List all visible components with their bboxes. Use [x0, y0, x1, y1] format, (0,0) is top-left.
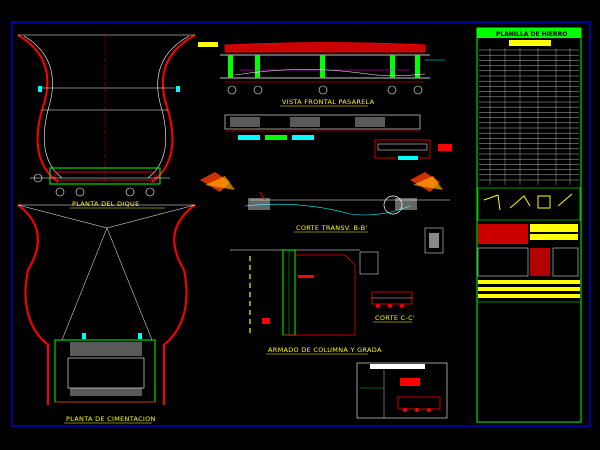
planta-dique-view: PLANTA DEL DIQUE: [17, 34, 196, 209]
planilla-title: PLANILLA DE HIERRO: [496, 31, 567, 38]
corte-cc-view: CORTE C-C': [371, 291, 415, 323]
schedule-table: [479, 48, 579, 185]
detail-box: [356, 362, 448, 419]
armado-columna-view: ARMADO DE COLUMNA Y GRADA: [230, 249, 382, 355]
corte-transversal-view: CORTE TRANSV. B-B': [200, 172, 450, 254]
planta-cimentacion-view: PLANTA DE CIMENTACION: [17, 204, 196, 424]
corte-cc-title: CORTE C-C': [375, 314, 415, 322]
planilla-panel: PLANILLA DE HIERRO: [476, 27, 582, 423]
sheet-border: [11, 21, 591, 427]
corte-transversal-title: CORTE TRANSV. B-B': [296, 224, 367, 232]
planta-dique-title: PLANTA DEL DIQUE: [72, 200, 139, 208]
vista-frontal-title: VISTA FRONTAL PASARELA: [282, 98, 375, 106]
armado-columna-title: ARMADO DE COLUMNA Y GRADA: [268, 346, 382, 354]
planta-cimentacion-title: PLANTA DE CIMENTACION: [66, 415, 156, 423]
deck-section-view: [224, 114, 452, 160]
vista-frontal-view: VISTA FRONTAL PASARELA: [198, 42, 445, 107]
